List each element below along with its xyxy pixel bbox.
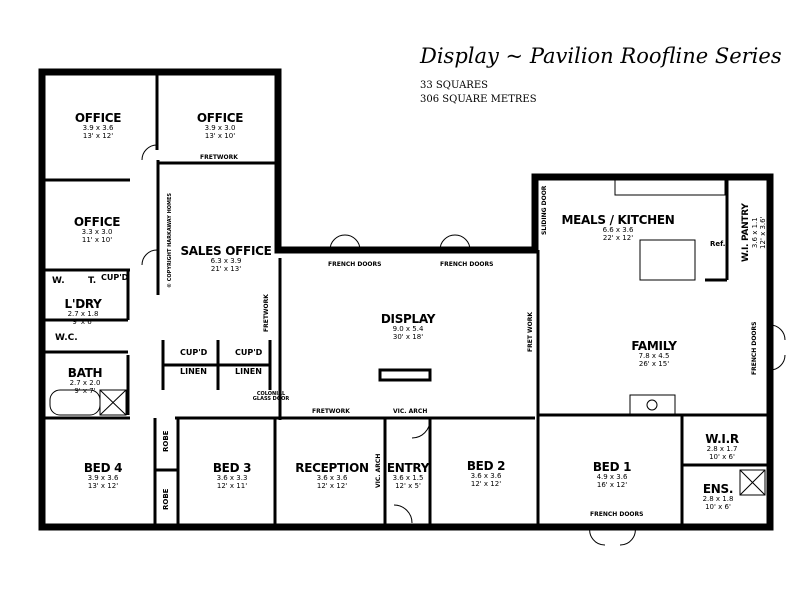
cupboard-label: CUP'D xyxy=(101,273,129,282)
fretwork-label: FRETWORK xyxy=(200,154,238,161)
colonial-glass-door-label: COLONIAL GLASS DOOR xyxy=(252,391,290,402)
robe-label: ROBE xyxy=(162,488,170,510)
plan-area: 306 SQUARE METRES xyxy=(420,94,537,105)
cupboard-label: CUP'D xyxy=(235,348,263,357)
robe-label: ROBE xyxy=(162,430,170,452)
vic-arch-label: VIC. ARCH xyxy=(375,453,382,488)
fretwork-label: FRETWORK xyxy=(312,408,350,415)
fret-work-label: FRET WORK xyxy=(527,312,534,352)
french-doors-label: FRENCH DOORS xyxy=(440,261,494,268)
vic-arch-label: VIC. ARCH xyxy=(393,408,428,415)
french-doors-label: FRENCH DOORS xyxy=(328,261,382,268)
washer-label: W. xyxy=(52,276,65,286)
cupboard-label: CUP'D xyxy=(180,348,208,357)
linen-label: LINEN xyxy=(180,367,207,376)
copyright-label: © COPYRIGHT HARKAWAY HOMES xyxy=(167,193,173,288)
walls xyxy=(38,68,786,546)
plan-squares: 33 SQUARES xyxy=(420,80,488,91)
french-doors-label: FRENCH DOORS xyxy=(751,321,758,375)
plan-title: Display ~ Pavilion Roofline Series xyxy=(420,44,782,68)
french-doors-label: FRENCH DOORS xyxy=(590,511,644,518)
linen-label: LINEN xyxy=(235,367,262,376)
sliding-door-label: SLIDING DOOR xyxy=(541,185,548,235)
wc-label: W.C. xyxy=(55,333,78,343)
fretwork-label: FRETWORK xyxy=(263,294,270,332)
tub-label: T. xyxy=(88,276,97,286)
fridge-label: Ref. xyxy=(710,240,726,248)
